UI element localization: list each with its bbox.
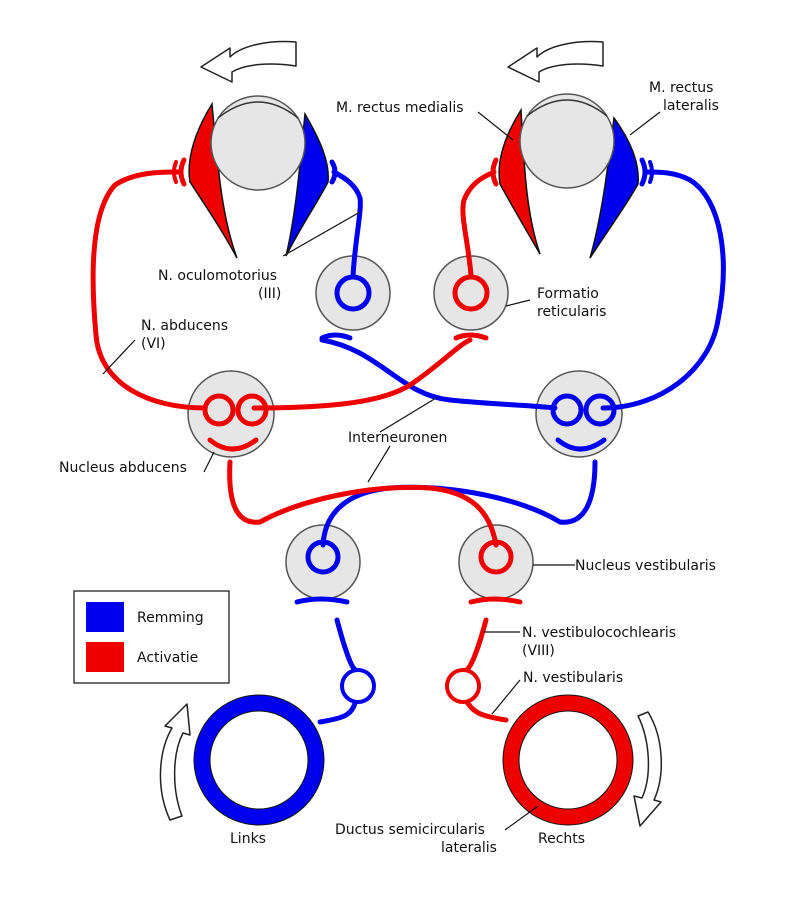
right-abducens-soma-1 <box>550 393 584 427</box>
label-n-vestibulocochlearis-1: N. vestibulocochlearis <box>522 625 676 641</box>
legend-activation-label: Activatie <box>137 650 198 666</box>
left-eyeball-icon <box>210 95 306 191</box>
label-n-oculomotorius-1: N. oculomotorius <box>158 268 277 284</box>
left-abducens-soma-1 <box>202 393 236 427</box>
left-vestibular-synapse-arc <box>294 596 350 605</box>
left-canal-rotation-arrow-icon <box>159 703 191 821</box>
label-n-vestibularis: N. vestibularis <box>523 670 623 686</box>
right-vestibular-ganglion <box>445 668 481 704</box>
left-canal-outline-inner <box>209 710 309 810</box>
labels: M. rectus medialis M. rectus lateralis N… <box>59 80 719 856</box>
label-n-vestibulocochlearis-2: (VIII) <box>522 643 555 659</box>
label-rechts: Rechts <box>538 831 585 847</box>
label-n-oculomotorius-2: (III) <box>258 286 281 302</box>
label-m-rectus-lateralis-1: M. rectus <box>649 80 713 96</box>
right-abducens-synapse-arc <box>555 437 607 452</box>
legend: Remming Activatie <box>73 590 230 684</box>
label-links: Links <box>230 831 266 847</box>
left-eye-rotation-arrow-icon <box>200 40 297 83</box>
left-medial-rectus-muscle <box>285 111 329 257</box>
right-eye-cornea <box>526 99 608 117</box>
oculomotor-soma <box>334 274 372 312</box>
right-canal-outline-inner <box>518 710 618 810</box>
left-semicircular-canal <box>194 695 324 825</box>
right-lateral-rectus-muscle <box>589 116 639 259</box>
label-formatio-2: reticularis <box>537 304 606 320</box>
right-eye-rotation-arrow-icon <box>507 40 604 83</box>
label-m-rectus-lateralis-2: lateralis <box>663 98 719 114</box>
label-ductus-1: Ductus semicircularis <box>335 822 485 838</box>
left-eye-cornea <box>217 101 299 119</box>
left-abducens-soma-2 <box>235 393 269 427</box>
legend-activation-swatch <box>86 642 124 672</box>
formatio-synapse-arc <box>453 332 489 341</box>
label-n-abducens-1: N. abducens <box>141 318 228 334</box>
right-abducens-soma-2 <box>583 393 617 427</box>
right-vestibular-synapse-arc <box>468 596 523 605</box>
legend-inhibition-swatch <box>86 602 124 632</box>
left-abducens-synapse-arc <box>207 437 259 452</box>
label-nucleus-abducens: Nucleus abducens <box>59 460 187 476</box>
label-interneuronen: Interneuronen <box>348 430 447 446</box>
label-nucleus-vestibularis: Nucleus vestibularis <box>575 558 716 574</box>
right-medial-rectus-muscle <box>498 107 541 255</box>
right-canal-rotation-arrow-icon <box>633 711 662 827</box>
label-m-rectus-medialis: M. rectus medialis <box>336 100 464 116</box>
right-eyeball-icon <box>519 93 615 189</box>
left-canal-outline-outer <box>193 694 325 826</box>
label-formatio-1: Formatio <box>537 286 599 302</box>
right-semicircular-canal <box>503 695 633 825</box>
excitatory-pathways <box>90 169 509 723</box>
left-lateral-synapse <box>178 157 187 187</box>
formatio-soma <box>452 274 490 312</box>
label-ductus-2: lateralis <box>441 840 497 856</box>
right-vestibular-soma <box>478 539 514 575</box>
left-vestibular-ganglion <box>340 668 376 704</box>
legend-inhibition-label: Remming <box>137 610 204 626</box>
oculomotor-synapse-arc <box>319 332 353 341</box>
left-vestibular-soma <box>305 539 341 575</box>
right-canal-outline-outer <box>502 694 634 826</box>
leader-lines <box>102 111 661 831</box>
left-lateral-rectus-muscle <box>188 101 238 259</box>
label-n-abducens-2: (VI) <box>141 336 166 352</box>
